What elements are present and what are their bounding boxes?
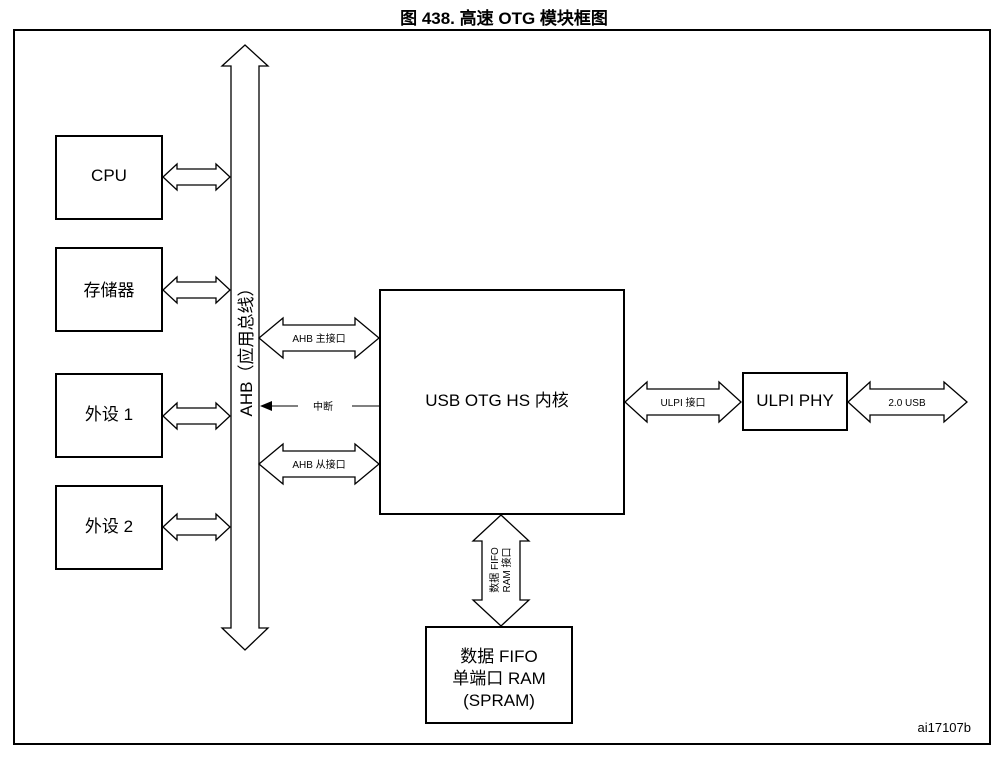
interrupt-arrowhead <box>260 401 272 411</box>
fifo-interface-label-line2: RAM 接口 <box>500 548 513 593</box>
ulpi-phy-block <box>742 372 848 431</box>
peripheral2-label: 外设 2 <box>85 517 133 536</box>
ahb-slave-arrow <box>257 442 381 486</box>
memory-block <box>55 247 163 332</box>
ulpi-interface-arrow <box>624 380 742 424</box>
peripheral1-block <box>55 373 163 458</box>
fifo-interface-label-line1: 数据 FIFO <box>488 547 501 593</box>
usb20-arrow <box>847 380 968 424</box>
peripheral1-label: 外设 1 <box>85 405 133 424</box>
spram-block <box>425 626 573 724</box>
core-label: USB OTG HS 内核 <box>425 391 569 410</box>
memory-label: 存储器 <box>84 281 135 300</box>
ahb-master-arrow <box>257 316 381 360</box>
figure-title: 图 438. 高速 OTG 模块框图 <box>400 9 608 28</box>
ahb-bus-label: AHB（应用总线） <box>237 280 256 417</box>
cpu-bus-arrow <box>162 162 231 192</box>
ahb-bus-arrow <box>220 44 270 651</box>
spram-label-line3: (SPRAM) <box>463 691 535 710</box>
figure-id: ai17107b <box>918 720 972 735</box>
cpu-block <box>55 135 163 220</box>
usb20-label: 2.0 USB <box>888 398 926 409</box>
ahb-slave-label: AHB 从接口 <box>292 458 345 471</box>
fifo-ram-interface-arrow <box>471 514 531 627</box>
ahb-master-label: AHB 主接口 <box>292 332 345 345</box>
peripheral2-bus-arrow <box>162 512 231 542</box>
spram-label-line1: 数据 FIFO <box>460 647 537 666</box>
ulpi-interface-label: ULPI 接口 <box>660 396 705 409</box>
spram-label-line2: 单端口 RAM <box>452 669 546 688</box>
usb-otg-hs-core-block <box>379 289 625 515</box>
memory-bus-arrow <box>162 275 231 305</box>
interrupt-label: 中断 <box>313 400 333 413</box>
peripheral1-bus-arrow <box>162 401 231 431</box>
figure-frame <box>13 29 991 745</box>
ulpi-phy-label: ULPI PHY <box>756 391 833 410</box>
peripheral2-block <box>55 485 163 570</box>
cpu-label: CPU <box>91 166 127 185</box>
